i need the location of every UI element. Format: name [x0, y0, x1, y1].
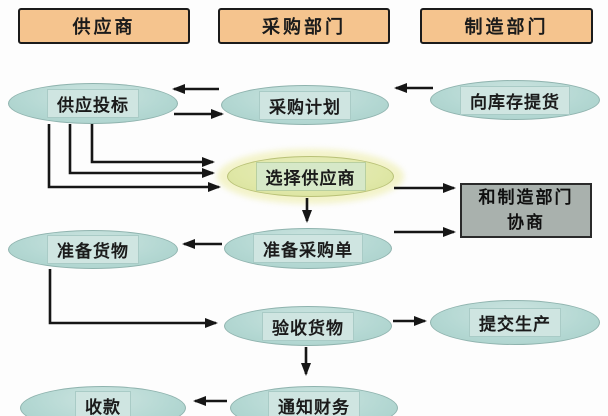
node-submit-production: 提交生产: [430, 300, 600, 345]
node-purchase-plan: 采购计划: [221, 85, 389, 125]
node-collect-payment: 收款: [20, 386, 186, 416]
lane-header-purchasing-dept: 采购部门: [218, 8, 390, 44]
node-purchase-plan-label: 采购计划: [259, 90, 351, 120]
node-inspect-goods: 验收货物: [224, 306, 392, 346]
node-pick-from-inventory-label: 向库存提货: [460, 85, 570, 115]
node-notify-finance-label: 通知财务: [268, 391, 360, 416]
node-select-supplier: 选择供应商: [227, 156, 394, 197]
node-negotiate-with-manufacturing: 和制造部门 协商: [460, 183, 592, 238]
node-prepare-purchase-order-label: 准备采购单: [253, 234, 363, 263]
node-supply-bid-label: 供应投标: [47, 89, 139, 118]
node-prepare-goods-label: 准备货物: [47, 235, 139, 264]
node-collect-payment-label: 收款: [75, 391, 131, 416]
negotiate-label-line2: 协商: [507, 212, 545, 232]
lane-header-manufacturing-dept: 制造部门: [420, 8, 593, 44]
node-notify-finance: 通知财务: [230, 386, 398, 416]
node-prepare-goods: 准备货物: [8, 230, 178, 269]
negotiate-label-line1: 和制造部门: [478, 187, 574, 207]
node-supply-bid: 供应投标: [8, 83, 178, 124]
node-inspect-goods-label: 验收货物: [262, 311, 354, 341]
node-submit-production-label: 提交生产: [469, 308, 561, 337]
node-prepare-purchase-order: 准备采购单: [224, 228, 392, 269]
node-pick-from-inventory: 向库存提货: [430, 80, 600, 120]
lane-header-supplier: 供应商: [18, 8, 190, 44]
node-select-supplier-label: 选择供应商: [255, 162, 366, 191]
